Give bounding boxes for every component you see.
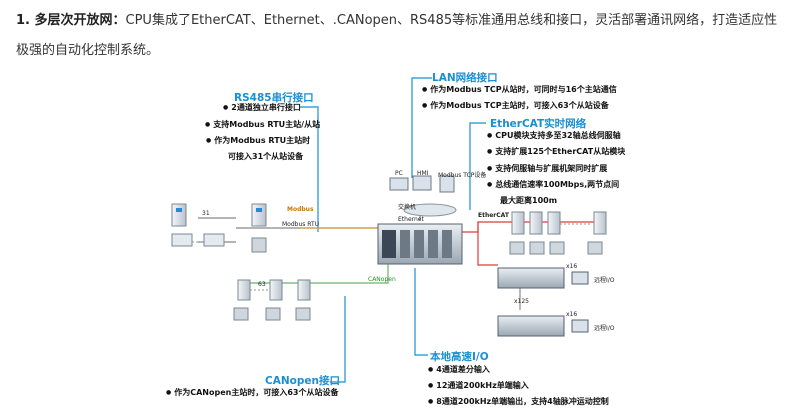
switch-label: 交换机	[398, 204, 417, 211]
canopen-count-label: 63	[258, 281, 266, 288]
canopen-title: CANopen接口	[265, 375, 340, 387]
canopen-tag-label: CANopen	[368, 276, 396, 283]
local-io-item-1: 4通道差分输入	[428, 364, 490, 375]
remote-count-b: x16	[566, 311, 578, 318]
ethercat-item-4: 总线通信速率100Mbps,两节点间	[487, 179, 619, 190]
ethercat-servo-devices	[509, 211, 607, 255]
hmi-label: HMI	[417, 170, 429, 177]
plc-rack	[377, 223, 463, 265]
canopen-item-1: 作为CANopen主站时，可接入63个从站设备	[166, 387, 338, 398]
pc-label: PC	[395, 170, 403, 177]
local-io-item-3: 8通道200kHz单端输出，支持4轴脉冲运动控制	[428, 396, 609, 407]
local-io-title: 本地高速I/O	[430, 351, 489, 363]
rs485-item-1: 2通道独立串行接口	[223, 102, 301, 113]
modbus-rtu-label: Modbus RTU	[282, 221, 320, 228]
ethercat-remote-racks	[497, 267, 589, 337]
intro-text: CPU集成了EtherCAT、Ethernet、.CANopen、RS485等标…	[16, 13, 778, 58]
intro-paragraph: 1. 多层次开放网：CPU集成了EtherCAT、Ethernet、.CANop…	[16, 6, 786, 66]
rack-count-label: x125	[514, 298, 530, 305]
ethercat-item-3: 支持伺服轴与扩展机架同时扩展	[487, 163, 607, 174]
ethercat-title: EtherCAT实时网络	[490, 118, 587, 130]
local-io-item-2: 12通道200kHz单端输入	[428, 380, 529, 391]
modbus-logo-text: Modbus	[287, 206, 314, 213]
modbus-tcp-device-label: Modbus TCP设备	[438, 172, 487, 179]
network-diagram	[171, 77, 607, 383]
dashed-continuations	[192, 223, 592, 291]
ethercat-logo-text: EtherCAT	[478, 212, 509, 219]
ethercat-item-1: CPU模块支持多至32轴总线伺服轴	[487, 130, 620, 141]
intro-heading: 1. 多层次开放网：	[16, 13, 126, 28]
canopen-slave-devices	[233, 279, 311, 321]
ethercat-item-5: 最大距离100m	[500, 196, 558, 205]
rs485-item-3: 作为Modbus RTU主站时	[206, 135, 310, 146]
rs485-slave-devices	[171, 203, 267, 253]
remote-io-label-a: 远程I/O	[594, 277, 615, 284]
callout-lines	[300, 77, 486, 383]
rs485-count-label: 31	[202, 210, 210, 217]
lan-title: LAN网络接口	[432, 72, 498, 84]
lan-item-2: 作为Modbus TCP主站时，可接入63个从站设备	[422, 100, 608, 111]
remote-count-a: x16	[566, 263, 578, 270]
rs485-title: RS485串行接口	[234, 92, 314, 104]
lan-item-1: 作为Modbus TCP从站时，可同时与16个主站通信	[422, 84, 616, 95]
remote-io-label-b: 远程I/O	[594, 325, 615, 332]
rs485-item-4: 可接入31个从站设备	[228, 152, 304, 161]
ethercat-item-2: 支持扩展125个EtherCAT从站模块	[487, 146, 625, 157]
ethernet-label: Ethernet	[398, 216, 424, 223]
lan-devices	[389, 175, 457, 217]
rs485-item-2: 支持Modbus RTU主站/从站	[205, 119, 320, 130]
